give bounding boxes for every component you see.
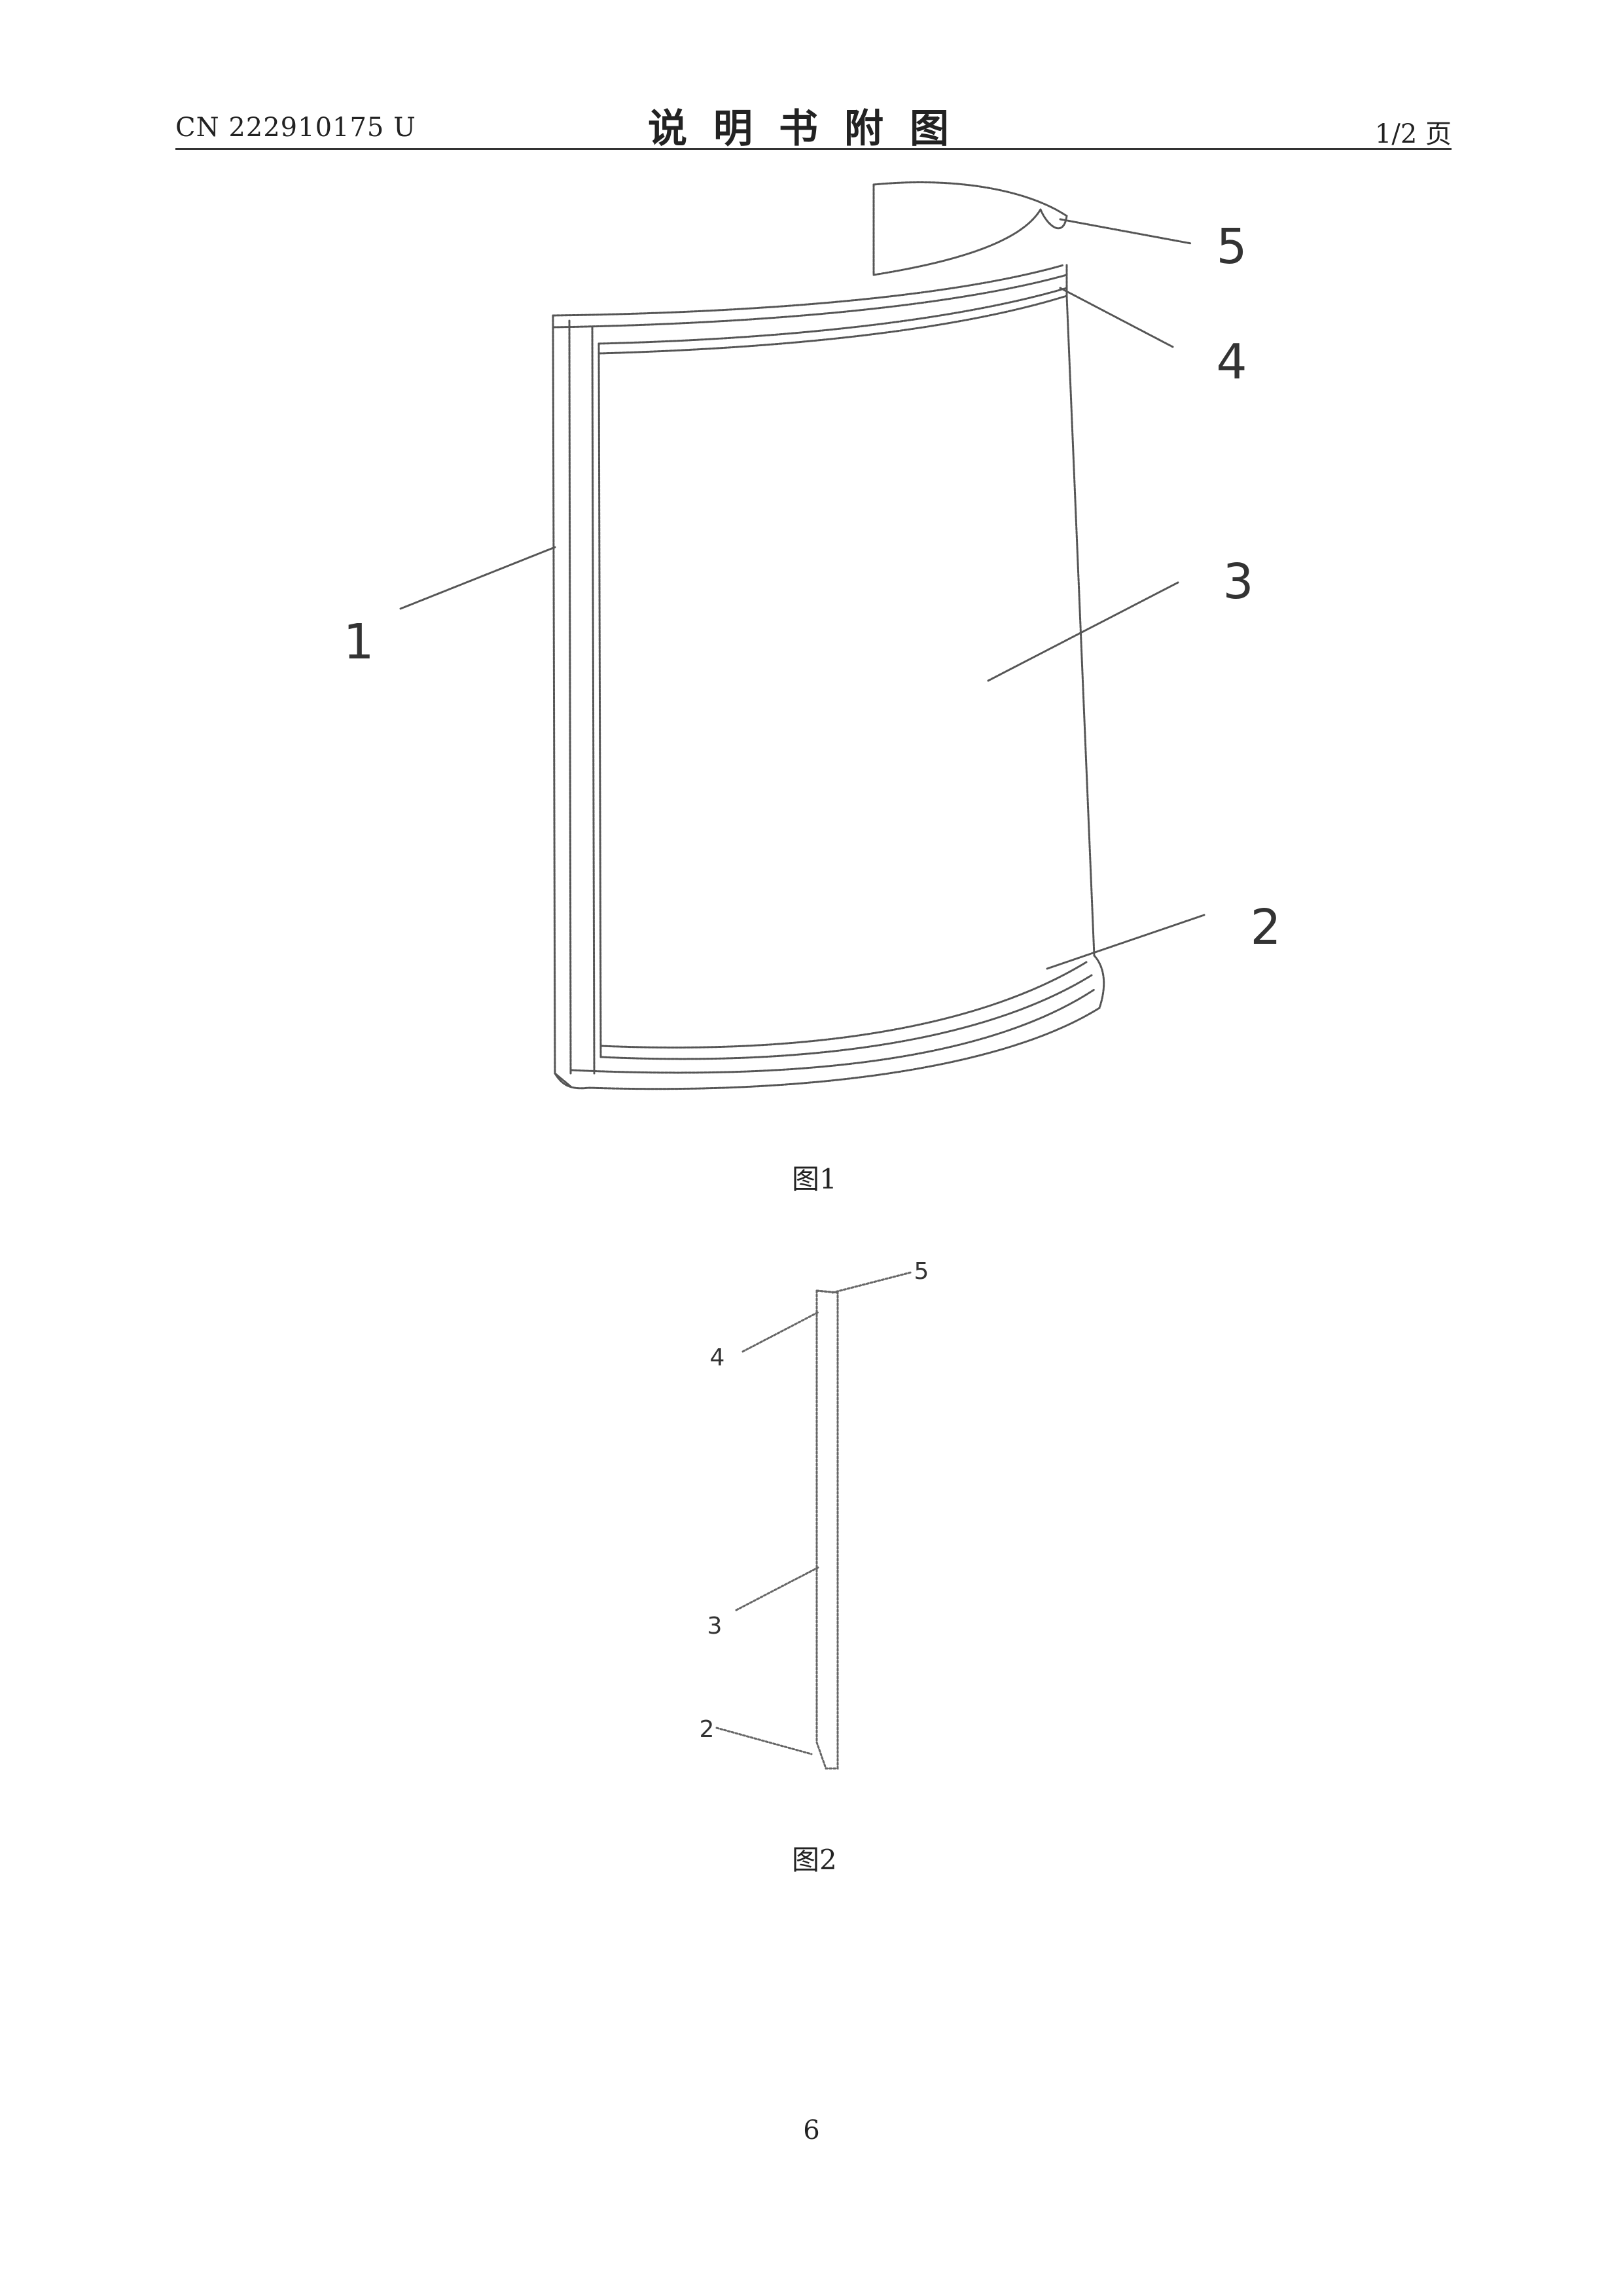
- fig1-label-1: 1: [343, 614, 374, 670]
- fig1-label-5: 5: [1216, 219, 1247, 275]
- fig2-leader-3: [736, 1568, 818, 1610]
- page-number: 6: [0, 2115, 1623, 2145]
- fig2-label-2: 2: [700, 1716, 715, 1743]
- fig2-leader-5: [832, 1272, 911, 1293]
- fig2-label-3: 3: [707, 1613, 722, 1640]
- fig2-leader-4: [743, 1312, 818, 1352]
- fig1-label-2: 2: [1250, 899, 1281, 956]
- fig2-profile-outline: [817, 1291, 838, 1768]
- fig1-label-4: 4: [1216, 334, 1247, 390]
- fig1-left-profile: [553, 315, 555, 1073]
- figure-2-caption: 图2: [792, 1838, 837, 1878]
- fig1-label-3: 3: [1222, 554, 1253, 610]
- figure-1-caption: 图1: [792, 1157, 837, 1197]
- fig1-bottom-frame: [601, 962, 1086, 1047]
- fig1-leader-2: [1047, 915, 1204, 969]
- fig2-label-5: 5: [914, 1258, 929, 1285]
- fig1-leader-5: [1060, 219, 1191, 243]
- fig2-label-4: 4: [710, 1344, 725, 1371]
- fig1-right-edge: [1067, 296, 1094, 956]
- fig1-leader-1: [401, 547, 555, 609]
- fig2-leader-2: [717, 1728, 812, 1754]
- fig1-leader-4: [1060, 288, 1173, 347]
